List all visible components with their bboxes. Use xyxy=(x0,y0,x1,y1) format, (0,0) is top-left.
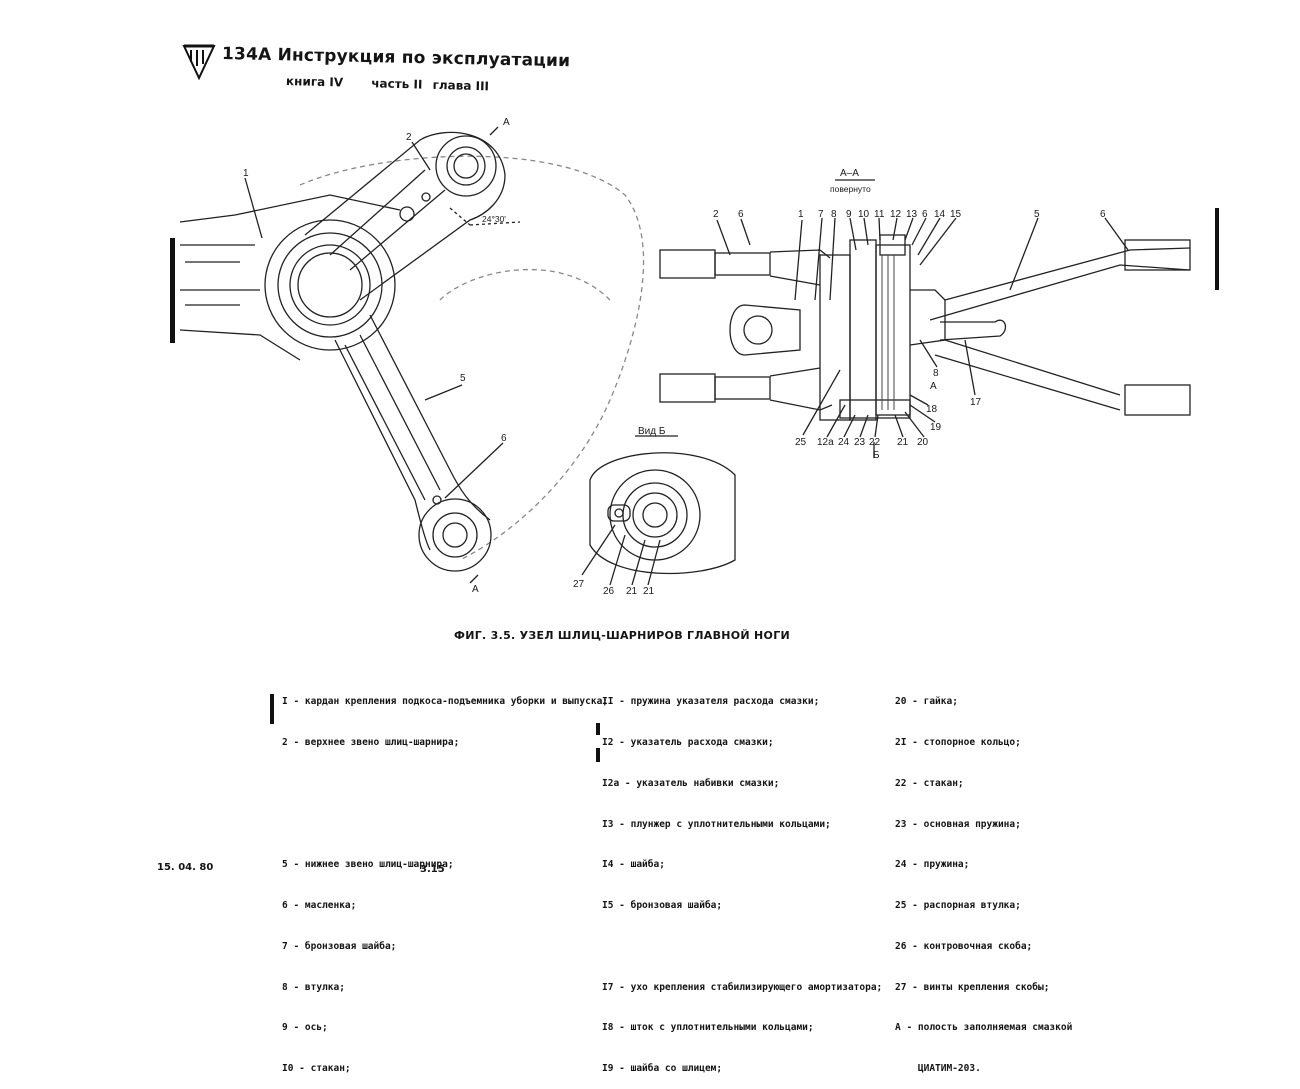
callout-sec-17: 17 xyxy=(970,397,982,408)
callout-sec-8: 8 xyxy=(831,209,837,220)
callout-sec-25: 25 xyxy=(795,437,807,448)
callout-view-21b: 21 xyxy=(643,586,655,597)
cut-mark-b: Б xyxy=(873,450,880,461)
callout-sec-A: А xyxy=(930,381,937,392)
callout-view-26: 26 xyxy=(603,586,615,597)
callout-sec-6a: 6 xyxy=(738,209,744,220)
callout-sec-19: 19 xyxy=(930,422,942,433)
legend-item: 6 - масленка; xyxy=(282,900,357,912)
callout-sec-7: 7 xyxy=(818,209,824,220)
section-label: А–А xyxy=(840,168,859,179)
callout-sec-9: 9 xyxy=(846,209,852,220)
legend-item: I - кардан крепления подкоса-подъемника … xyxy=(282,696,609,708)
callout-sec-12: 12 xyxy=(890,209,902,220)
callout-view-21a: 21 xyxy=(626,586,638,597)
callout-sec-5: 5 xyxy=(1034,209,1040,220)
legend-item: I0 - стакан; xyxy=(282,1063,351,1075)
callout-sec-2: 2 xyxy=(713,209,719,220)
manual-logo xyxy=(182,44,216,80)
legend-item: I8 - шток с уплотнительными кольцами; xyxy=(602,1022,814,1034)
cut-mark-top: А xyxy=(503,117,510,128)
legend-item xyxy=(282,777,608,791)
legend-item: 24 - пружина; xyxy=(895,859,970,871)
callout-sec-6b: 6 xyxy=(922,209,928,220)
legend-item: I4 - шайба; xyxy=(602,859,665,871)
callout-sec-23: 23 xyxy=(854,437,866,448)
callout-left-5: 5 xyxy=(460,373,466,384)
legend-item: А - полость заполняемая смазкой xyxy=(895,1022,1073,1034)
legend-column-3: 20 - гайка; 2I - стопорное кольцо; 22 - … xyxy=(895,668,1072,1089)
legend-item: 8 - втулка; xyxy=(282,981,345,993)
page-number: 3.15 xyxy=(420,864,445,875)
callout-sec-14: 14 xyxy=(934,209,946,220)
legend-column-1: I - кардан крепления подкоса-подъемника … xyxy=(282,668,608,1089)
legend-item: 2 - верхнее звено шлиц-шарнира; xyxy=(282,736,460,748)
callout-view-27: 27 xyxy=(573,579,585,590)
legend-item: 23 - основная пружина; xyxy=(895,818,1021,830)
legend-item: ЦИАТИМ-203. xyxy=(895,1063,981,1075)
callout-sec-10: 10 xyxy=(858,209,870,220)
legend-item: 25 - распорная втулка; xyxy=(895,900,1021,912)
legend-change-bar-3 xyxy=(596,748,600,762)
callout-sec-20: 20 xyxy=(917,437,929,448)
figure-caption: ФИГ. 3.5. УЗЕЛ ШЛИЦ-ШАРНИРОВ ГЛАВНОЙ НОГ… xyxy=(454,629,791,642)
callout-sec-1: 1 xyxy=(798,209,804,220)
legend-item: 9 - ось; xyxy=(282,1022,328,1034)
legend-item: I5 - бронзовая шайба; xyxy=(602,900,723,912)
margin-bar-left xyxy=(170,238,175,343)
legend-item: 27 - винты крепления скобы; xyxy=(895,981,1050,993)
callout-sec-18: 18 xyxy=(926,404,938,415)
legend-item: I3 - плунжер с уплотнительными кольцами; xyxy=(602,818,831,830)
legend-column-2: II - пружина указателя расхода смазки; I… xyxy=(602,668,882,1089)
callout-sec-22: 22 xyxy=(869,437,881,448)
callout-sec-12a: 12а xyxy=(817,437,834,448)
cut-mark-bottom: А xyxy=(472,584,479,595)
legend-item: I9 - шайба со шлицем; xyxy=(602,1063,723,1075)
technical-drawing: 1 2 5 6 А А 24°30' А–А повернуто 2 6 1 7… xyxy=(179,117,1191,597)
callout-left-2: 2 xyxy=(406,132,412,143)
legend-change-bar-2 xyxy=(596,723,600,735)
legend-item xyxy=(282,818,608,832)
legend-item: I7 - ухо крепления стабилизирующего амор… xyxy=(602,981,883,993)
revision-date: 15. 04. 80 xyxy=(157,862,214,873)
callout-sec-6c: 6 xyxy=(1100,209,1106,220)
callout-sec-13: 13 xyxy=(906,209,918,220)
callout-left-1: 1 xyxy=(243,168,249,179)
legend-item: 22 - стакан; xyxy=(895,777,964,789)
legend-item: I2а - указатель набивки смазки; xyxy=(602,777,780,789)
view-label: Вид Б xyxy=(638,426,666,437)
legend-item: 26 - контровочная скоба; xyxy=(895,940,1033,952)
legend-item: 7 - бронзовая шайба; xyxy=(282,940,397,952)
legend-item: 20 - гайка; xyxy=(895,696,958,708)
legend-item: 5 - нижнее звено шлиц-шарнира; xyxy=(282,859,454,871)
callout-sec-21: 21 xyxy=(897,437,909,448)
callout-sec-8b: 8 xyxy=(933,368,939,379)
legend-item: I2 - указатель расхода смазки; xyxy=(602,736,774,748)
callout-sec-11: 11 xyxy=(874,209,885,220)
callout-left-6: 6 xyxy=(501,433,507,444)
legend-item: II - пружина указателя расхода смазки; xyxy=(602,696,820,708)
legend-item xyxy=(602,940,882,954)
legend-item: 2I - стопорное кольцо; xyxy=(895,736,1021,748)
callout-sec-15: 15 xyxy=(950,209,962,220)
angle-label: 24°30' xyxy=(482,214,506,224)
callout-sec-24: 24 xyxy=(838,437,850,448)
section-note: повернуто xyxy=(830,184,871,194)
legend-change-bar-1 xyxy=(270,694,274,724)
margin-bar-right xyxy=(1215,208,1219,290)
